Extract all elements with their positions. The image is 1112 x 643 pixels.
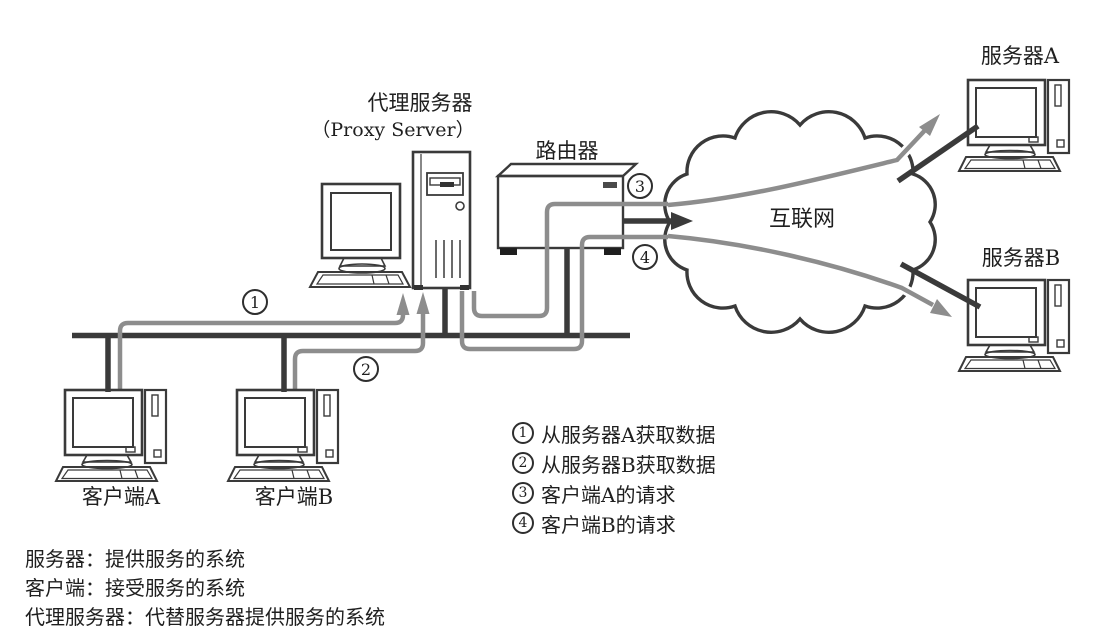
definitions-list: 服务器：提供服务的系统 客户端：接受服务的系统 代理服务器：代替服务器提供服务的… xyxy=(25,545,385,632)
router-label: 路由器 xyxy=(535,139,599,163)
proxy-workstation-icon xyxy=(308,182,412,288)
proxy-label-en: （Proxy Server） xyxy=(311,119,475,141)
definition-line: 客户端：接受服务的系统 xyxy=(25,576,245,600)
server-b-label: 服务器B xyxy=(981,246,1061,270)
proxy-tower-icon xyxy=(411,150,472,290)
router-indicator xyxy=(603,182,617,188)
legend-item: 4 客户端B的请求 xyxy=(512,508,716,538)
server-a-label: 服务器A xyxy=(980,44,1060,68)
proxy-label: 代理服务器 xyxy=(367,91,473,115)
mark-2-circled-number: 2 xyxy=(353,356,379,382)
lan-bus xyxy=(72,249,630,392)
legend-text: 从服务器B获取数据 xyxy=(541,452,716,477)
legend-item: 1 从服务器A获取数据 xyxy=(512,418,716,448)
client-b-computer-icon xyxy=(226,388,340,483)
client-b-label: 客户端B xyxy=(254,485,334,509)
power-button-icon xyxy=(455,201,465,211)
route-2-client-b-to-proxy xyxy=(292,292,430,390)
legend-list: 1 从服务器A获取数据 2 从服务器B获取数据 3 客户端A的请求 4 客户端B… xyxy=(512,418,716,538)
server-b-computer-icon xyxy=(957,278,1071,373)
mark-3-circled-number: 3 xyxy=(627,173,653,199)
server-a-link-line xyxy=(896,123,980,184)
internet-label: 互联网 xyxy=(768,207,836,232)
definition-line: 代理服务器：代替服务器提供服务的系统 xyxy=(25,605,385,629)
router-box-icon xyxy=(494,162,640,255)
definition-line: 服务器：提供服务的系统 xyxy=(25,547,245,571)
legend-item: 3 客户端A的请求 xyxy=(512,478,716,508)
cloud-route-to-server-a xyxy=(667,114,940,208)
route-4-router-to-proxy xyxy=(459,234,668,352)
legend-text: 客户端B的请求 xyxy=(541,512,676,537)
mark-4-circled-number: 4 xyxy=(632,244,658,270)
client-a-label: 客户端A xyxy=(81,485,161,509)
route-1-client-a-to-proxy xyxy=(117,293,410,390)
legend-number: 1 xyxy=(512,422,534,444)
legend-text: 从服务器A获取数据 xyxy=(541,422,716,447)
legend-text: 客户端A的请求 xyxy=(541,482,676,507)
legend-number: 2 xyxy=(512,452,534,474)
vent-lines xyxy=(435,240,461,278)
route-3-proxy-to-router xyxy=(471,201,668,319)
cloud-route-to-server-b xyxy=(667,233,952,317)
mark-1-circled-number: 1 xyxy=(242,289,268,315)
legend-number: 4 xyxy=(512,512,534,534)
legend-item: 2 从服务器B获取数据 xyxy=(512,448,716,478)
router-to-internet-arrowhead xyxy=(671,212,693,230)
floppy-drive-icon xyxy=(426,172,464,196)
legend-number: 3 xyxy=(512,482,534,504)
server-a-computer-icon xyxy=(957,78,1071,173)
client-a-computer-icon xyxy=(54,388,168,483)
